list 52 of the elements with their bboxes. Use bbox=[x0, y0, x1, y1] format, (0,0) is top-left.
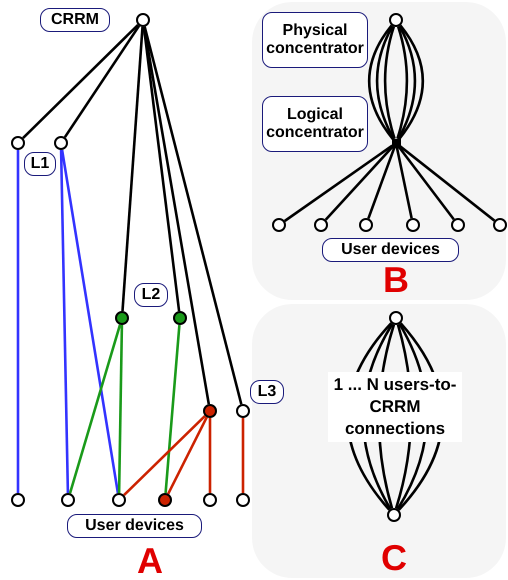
connections-note: 1 ... N users-to-CRRM connections bbox=[328, 372, 462, 442]
connection-line bbox=[143, 26, 243, 405]
node-circle bbox=[158, 493, 172, 507]
connection-line bbox=[396, 26, 408, 140]
text-label-box: L3 bbox=[250, 380, 284, 404]
connection-line bbox=[397, 26, 416, 140]
node-circle bbox=[11, 136, 25, 150]
node-circle bbox=[203, 404, 217, 418]
connection-line bbox=[324, 145, 394, 221]
connection-line bbox=[123, 414, 206, 496]
node-circle bbox=[136, 13, 150, 27]
connection-line bbox=[398, 146, 455, 220]
text-label-box: L2 bbox=[134, 283, 168, 307]
node-circle bbox=[115, 311, 129, 325]
connection-line bbox=[368, 24, 394, 140]
connection-line bbox=[398, 24, 424, 140]
panel-letter: A bbox=[137, 543, 163, 579]
node-circle bbox=[54, 136, 68, 150]
connection-line bbox=[167, 416, 208, 494]
text-label-box: Logical concentrator bbox=[262, 96, 368, 152]
connection-line bbox=[142, 26, 180, 312]
node-circle bbox=[236, 404, 250, 418]
connection-line bbox=[60, 150, 70, 494]
connection-line bbox=[118, 324, 124, 494]
text-label-box: User devices bbox=[67, 514, 202, 538]
text-label-box: Physical concentrator bbox=[262, 12, 368, 68]
connection-line bbox=[60, 150, 120, 494]
connection-line bbox=[121, 26, 144, 312]
connection-line bbox=[284, 144, 394, 222]
text-label-box: User devices bbox=[322, 238, 459, 262]
node-circle bbox=[11, 493, 25, 507]
connection-line bbox=[64, 25, 140, 138]
panel-letter: B bbox=[383, 262, 409, 298]
connection-line bbox=[16, 150, 20, 493]
node-circle bbox=[173, 311, 187, 325]
panel-letter: C bbox=[381, 540, 407, 576]
node-circle bbox=[61, 493, 75, 507]
node-circle bbox=[203, 493, 217, 507]
connection-line bbox=[396, 147, 413, 218]
connection-line bbox=[242, 418, 244, 493]
node-circle bbox=[112, 493, 126, 507]
connection-line bbox=[68, 324, 122, 494]
connection-line bbox=[367, 146, 396, 219]
connection-line bbox=[164, 324, 181, 494]
text-label-box: CRRM bbox=[40, 8, 110, 32]
connection-line bbox=[208, 418, 212, 493]
node-circle bbox=[236, 493, 250, 507]
connection-line bbox=[376, 26, 395, 140]
connection-line bbox=[398, 144, 496, 222]
connection-line bbox=[22, 24, 139, 140]
connection-line bbox=[384, 26, 396, 140]
text-label-box: L1 bbox=[24, 152, 56, 176]
